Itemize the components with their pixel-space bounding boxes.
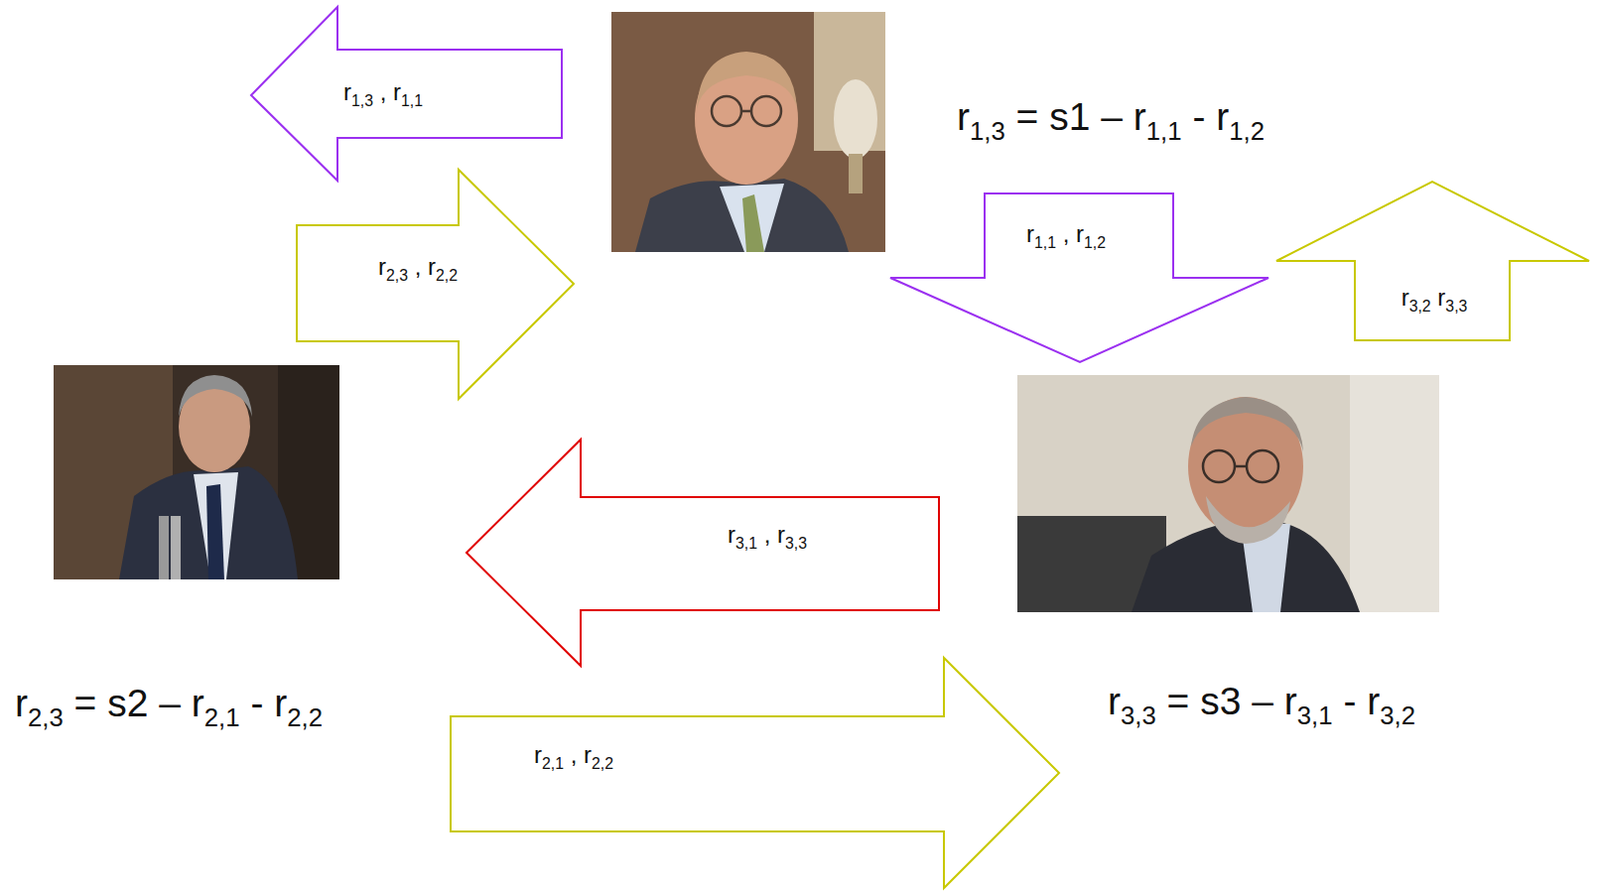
text-run: = s1 – r bbox=[1005, 95, 1147, 138]
text-run: r bbox=[1107, 679, 1121, 723]
subscript: 1,3 bbox=[969, 116, 1006, 144]
subscript: 3,3 bbox=[1120, 700, 1157, 729]
subscript: 3,2 bbox=[1409, 297, 1432, 315]
person-node: r3,3 = s3 – r3,1 - r3,2 bbox=[1017, 375, 1440, 613]
text-run: r bbox=[727, 521, 736, 548]
text-run: - r bbox=[1182, 95, 1230, 138]
block-arrow bbox=[890, 193, 1269, 363]
text-run: , r bbox=[563, 741, 592, 769]
subscript: 2,2 bbox=[435, 266, 458, 284]
text-run: , r bbox=[407, 253, 436, 280]
text-run: r bbox=[1431, 283, 1447, 311]
subscript: 3,3 bbox=[785, 534, 807, 552]
equation: r2,3 = s2 – r2,1 - r2,2 bbox=[14, 680, 323, 728]
arrow-label: r2,3 , r2,2 bbox=[378, 253, 458, 282]
subscript: 2,1 bbox=[541, 755, 564, 773]
portrait-photo bbox=[611, 11, 886, 253]
arrow-label: r3,1 , r3,3 bbox=[727, 521, 807, 550]
text-run: r bbox=[1026, 220, 1035, 248]
text-run: = s3 – r bbox=[1156, 679, 1298, 723]
subscript: 2,2 bbox=[591, 755, 614, 773]
arrow-label: r1,3 , r1,1 bbox=[343, 78, 423, 108]
text-run: r bbox=[378, 253, 387, 280]
subscript: 3,1 bbox=[1297, 700, 1334, 729]
text-run: r bbox=[1401, 283, 1410, 311]
subscript: 2,1 bbox=[204, 702, 241, 731]
text-run: r bbox=[533, 741, 542, 769]
subscript: 2,3 bbox=[27, 702, 64, 731]
block-arrow bbox=[251, 6, 562, 181]
subscript: 1,2 bbox=[1228, 116, 1265, 144]
block-arrow bbox=[1276, 181, 1590, 341]
text-run: , r bbox=[757, 521, 786, 548]
text-run: , r bbox=[1056, 220, 1084, 248]
subscript: 1,1 bbox=[400, 92, 423, 110]
arrow-label: r2,1 , r2,2 bbox=[533, 741, 614, 771]
subscript: 2,2 bbox=[286, 702, 323, 731]
subscript: 3,2 bbox=[1379, 700, 1416, 729]
person-node: r2,3 = s2 – r2,1 - r2,2 bbox=[53, 365, 340, 580]
portrait-photo bbox=[53, 365, 340, 580]
subscript: 3,1 bbox=[735, 534, 758, 552]
text-run: r bbox=[956, 95, 970, 138]
arrow-label: r1,1 , r1,2 bbox=[1026, 220, 1106, 250]
subscript: 1,2 bbox=[1083, 234, 1106, 252]
text-run: - r bbox=[1333, 679, 1381, 723]
block-arrow bbox=[466, 439, 939, 667]
text-run: , r bbox=[373, 78, 401, 106]
text-run: = s2 – r bbox=[63, 681, 205, 725]
subscript: 2,3 bbox=[386, 266, 408, 284]
block-arrow bbox=[450, 658, 1060, 889]
subscript: 1,3 bbox=[351, 92, 374, 110]
text-run: - r bbox=[240, 681, 288, 725]
arrow-label: r3,2 r3,3 bbox=[1401, 283, 1468, 313]
subscript: 3,3 bbox=[1445, 297, 1467, 315]
portrait-photo bbox=[1017, 375, 1440, 613]
text-run: r bbox=[14, 681, 28, 725]
block-arrow bbox=[296, 169, 574, 400]
equation: r1,3 = s1 – r1,1 - r1,2 bbox=[956, 94, 1265, 141]
equation: r3,3 = s3 – r3,1 - r3,2 bbox=[1107, 678, 1416, 726]
subscript: 1,1 bbox=[1146, 116, 1183, 144]
text-run: r bbox=[343, 78, 352, 106]
subscript: 1,1 bbox=[1034, 234, 1057, 252]
person-node: r1,3 = s1 – r1,1 - r1,2 bbox=[611, 11, 886, 253]
